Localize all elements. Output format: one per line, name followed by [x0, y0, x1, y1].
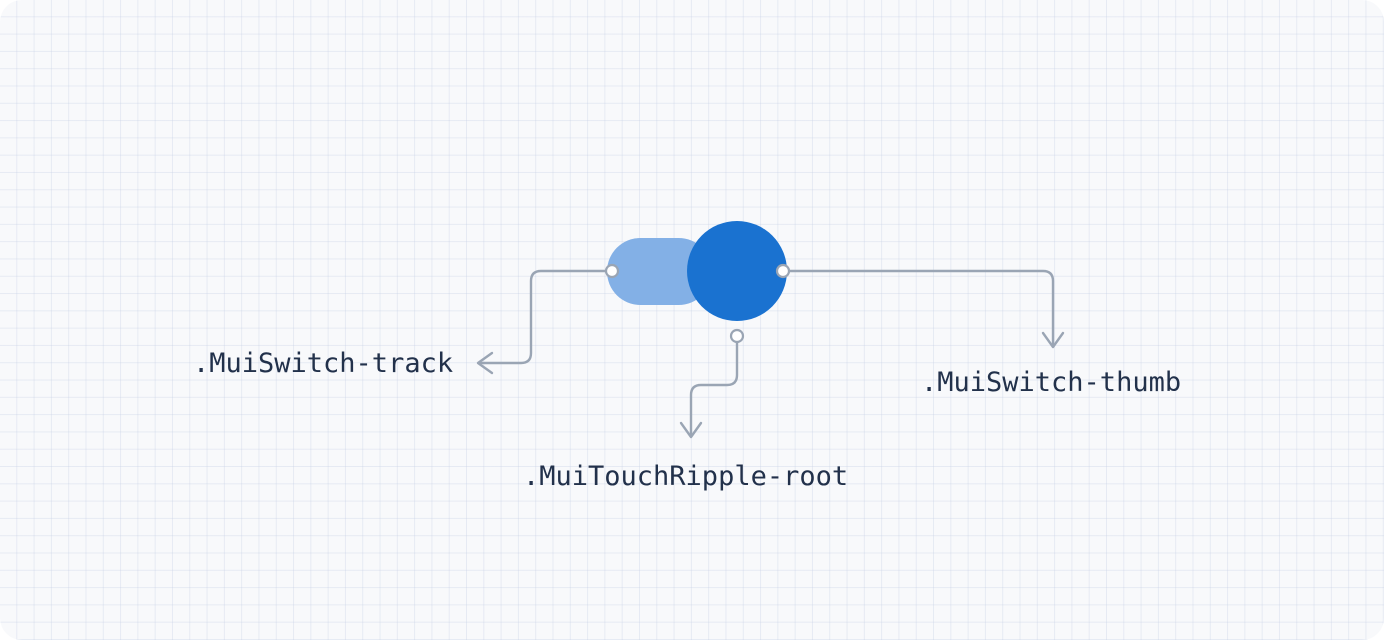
switch-thumb-shape[interactable] [687, 221, 787, 321]
annotation-label-track: .MuiSwitch-track [193, 348, 454, 379]
annotation-label-ripple: .MuiTouchRipple-root [523, 461, 849, 492]
annotation-label-thumb: .MuiSwitch-thumb [921, 367, 1182, 398]
